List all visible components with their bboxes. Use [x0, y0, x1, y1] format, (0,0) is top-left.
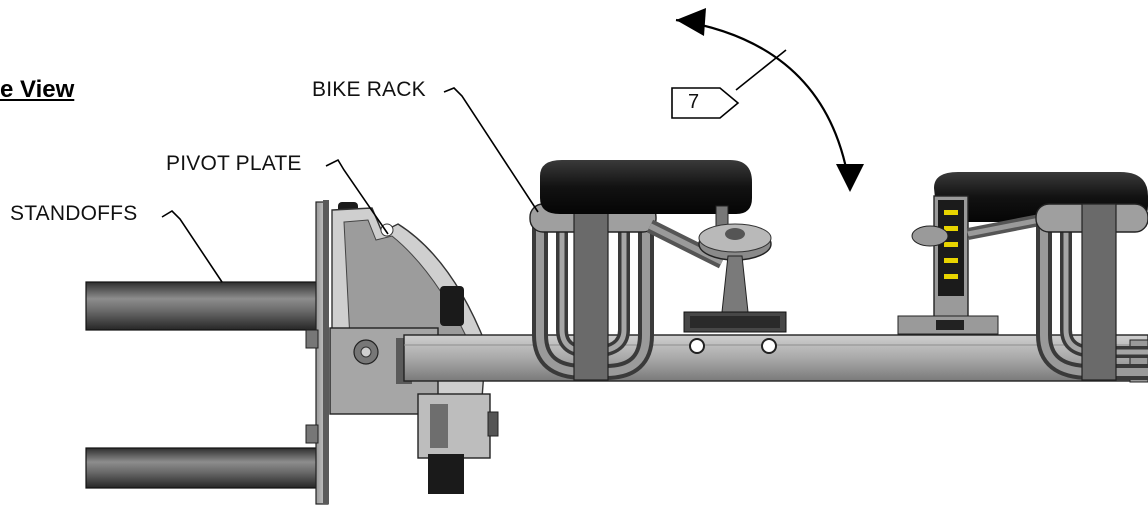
- wheel-cradle-left: [529, 203, 657, 381]
- ratchet-indicator: [944, 210, 958, 279]
- step-tag: [671, 49, 787, 119]
- callout-pivot-plate: PIVOT PLATE: [166, 152, 302, 175]
- callout-bike-rack: BIKE RACK: [312, 78, 426, 101]
- wheel-cradle-right: [1035, 203, 1148, 381]
- callout-standoffs: STANDOFFS: [10, 202, 138, 225]
- leader-pivot-plate: [325, 158, 389, 235]
- standoff-upper: [85, 281, 319, 331]
- standoff-lower: [85, 447, 319, 489]
- arm-left: [646, 205, 787, 354]
- leader-bike-rack: [443, 87, 539, 213]
- step-tag-number: 7: [688, 91, 700, 113]
- page-title: e View: [0, 76, 75, 103]
- rotation-arrow-icon: [675, 8, 864, 192]
- main-beam: [403, 334, 1148, 383]
- arm-pad-left: [540, 160, 752, 214]
- leader-standoffs: [161, 209, 223, 283]
